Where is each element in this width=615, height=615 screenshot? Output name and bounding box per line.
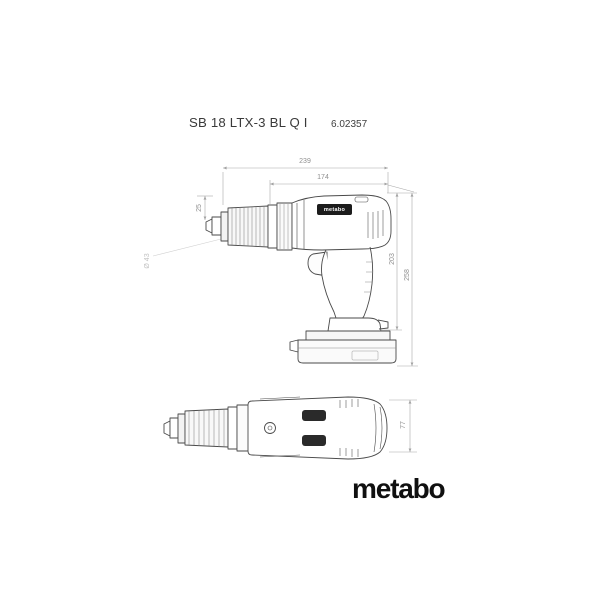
metabo-logo: metabo [352, 473, 446, 504]
article-number: 6.02357 [331, 119, 368, 130]
dimension-lines [152, 166, 418, 453]
side-view [205, 194, 397, 364]
dim-overall-height: 258 [404, 269, 411, 281]
top-view [163, 396, 388, 460]
dim-chuck-nose: 25 [196, 204, 203, 212]
body-badge [317, 204, 352, 215]
dim-housing-width: 77 [400, 421, 407, 429]
product-model-title: SB 18 LTX-3 BL Q I [189, 115, 308, 130]
dim-height-without-battery: 203 [389, 253, 396, 265]
dim-overall-length: 239 [299, 158, 311, 165]
dim-collar-diameter: Ø 43 [144, 253, 151, 269]
body-badge-label: metabo [323, 207, 346, 213]
dim-body-length: 174 [317, 174, 329, 181]
